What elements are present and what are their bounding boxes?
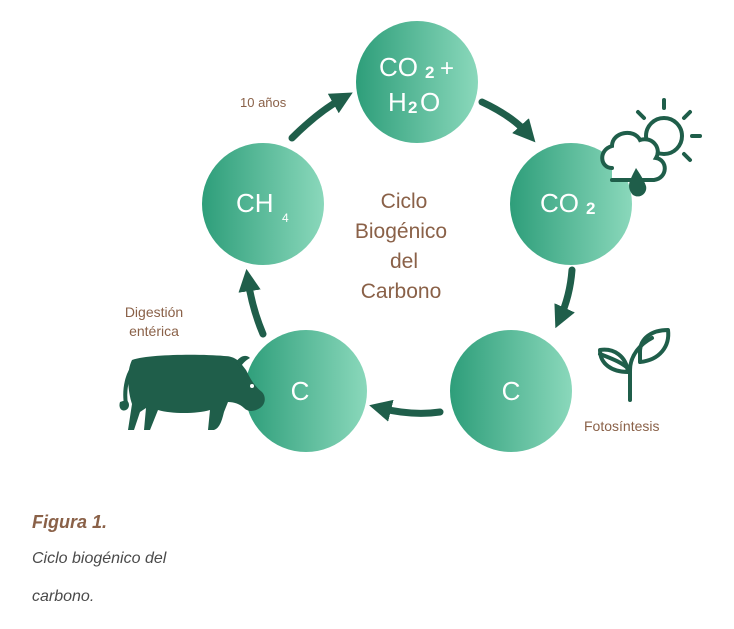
center-title-line4: Carbono xyxy=(361,280,442,303)
node-co2-h2o-o: O xyxy=(420,87,440,117)
figure-caption-line1: Ciclo biogénico del xyxy=(32,550,167,567)
node-co2-co: CO xyxy=(540,188,579,218)
node-c-right-label: C xyxy=(502,376,521,406)
arrow-co2-to-c-right xyxy=(554,266,576,329)
center-title: Ciclo Biogénico del Carbono xyxy=(355,190,447,303)
node-ch4-ch: CH xyxy=(236,188,274,218)
digestion-label-line2: entérica xyxy=(129,323,179,339)
digestion-label-line1: Digestión xyxy=(125,304,183,320)
node-co2-h2o: CO 2 + H 2 O xyxy=(356,21,478,143)
center-title-line2: Biogénico xyxy=(355,220,447,243)
figure-label: Figura 1. xyxy=(32,512,108,532)
arrow-ch4-to-co2h2o xyxy=(288,92,353,142)
node-ch4: CH 4 xyxy=(202,143,324,265)
center-title-line3: del xyxy=(390,250,418,273)
node-co2-sub2: 2 xyxy=(586,199,595,218)
node-c-right: C xyxy=(450,330,572,452)
sun-cloud-rain-icon xyxy=(600,98,702,197)
node-co2-h2o-sub2: 2 xyxy=(425,63,434,82)
years-label: 10 años xyxy=(240,95,287,110)
node-co2-h2o-plus: + xyxy=(440,55,454,82)
node-ch4-sub4: 4 xyxy=(282,211,289,225)
node-co2-h2o-sub2b: 2 xyxy=(408,98,417,117)
figure-caption-line2: carbono. xyxy=(32,588,95,605)
node-co2: CO 2 xyxy=(510,143,632,265)
photosynthesis-label: Fotosíntesis xyxy=(584,418,659,434)
arrow-c-left-to-ch4 xyxy=(238,268,267,338)
cow-icon xyxy=(119,354,265,430)
node-co2-h2o-h: H xyxy=(388,87,407,117)
plant-sprout-icon xyxy=(598,328,671,402)
arrow-co2h2o-to-co2 xyxy=(478,98,536,143)
center-title-line1: Ciclo xyxy=(381,190,428,213)
arrow-c-right-to-c-left xyxy=(369,399,444,422)
node-c-left-label: C xyxy=(291,376,310,406)
node-co2-h2o-co: CO xyxy=(379,52,418,82)
node-c-left: C xyxy=(245,330,367,452)
